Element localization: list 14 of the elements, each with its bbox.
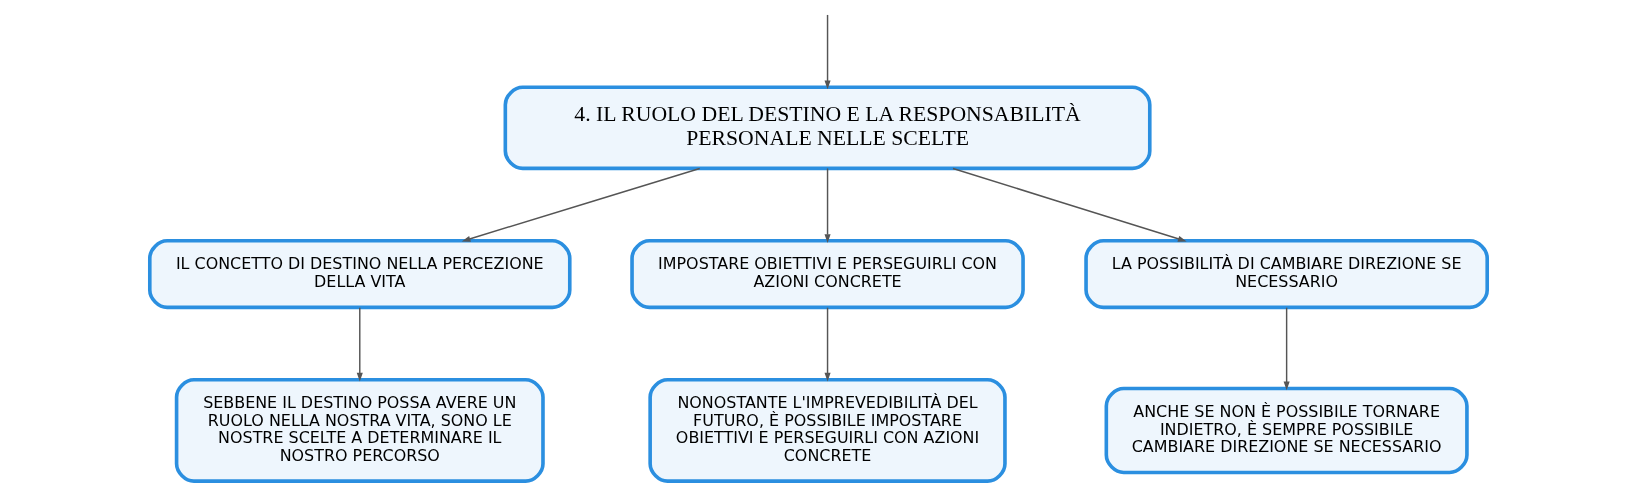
arrow: [824, 167, 831, 243]
arrow: [824, 14, 831, 90]
node-box: NONOSTANTE L'IMPREVEDIBILITÀ DEL FUTURO, È POSSIBILE IMPOSTARE OBIETTIVI E PERSEGUIRLI CON AZIONI CONCRETE: [647, 378, 1007, 483]
arrow: [1283, 307, 1290, 391]
node-box: ANCHE SE NON È POSSIBILE TORNARE INDIETRO, È SEMPRE POSSIBILE CAMBIARE DIREZIONE SE NECESSARIO: [1104, 386, 1469, 475]
node-box: SEBBENE IL DESTINO POSSA AVERE UN RUOLO NELLA NOSTRA VITA, SONO LE NOSTRE SCELTE A DETERMINARE IL NOSTRO PERCORSO: [174, 378, 545, 483]
arrow: [461, 167, 700, 242]
node-box: LA POSSIBILITÀ DI CAMBIARE DIREZIONE SE NECESSARIO: [1083, 238, 1489, 310]
node-box: 4. IL RUOLO DEL DESTINO E LA RESPONSABILITÀ PERSONALE NELLE SCELTE: [503, 85, 1152, 171]
arrow: [824, 307, 831, 382]
arrow: [356, 307, 363, 382]
node-box: IMPOSTARE OBIETTIVI E PERSEGUIRLI CON AZIONI CONCRETE: [629, 238, 1025, 310]
node-box: IL CONCETTO DI DESTINO NELLA PERCEZIONE DELLA VITA: [147, 238, 572, 310]
arrow: [951, 167, 1187, 242]
